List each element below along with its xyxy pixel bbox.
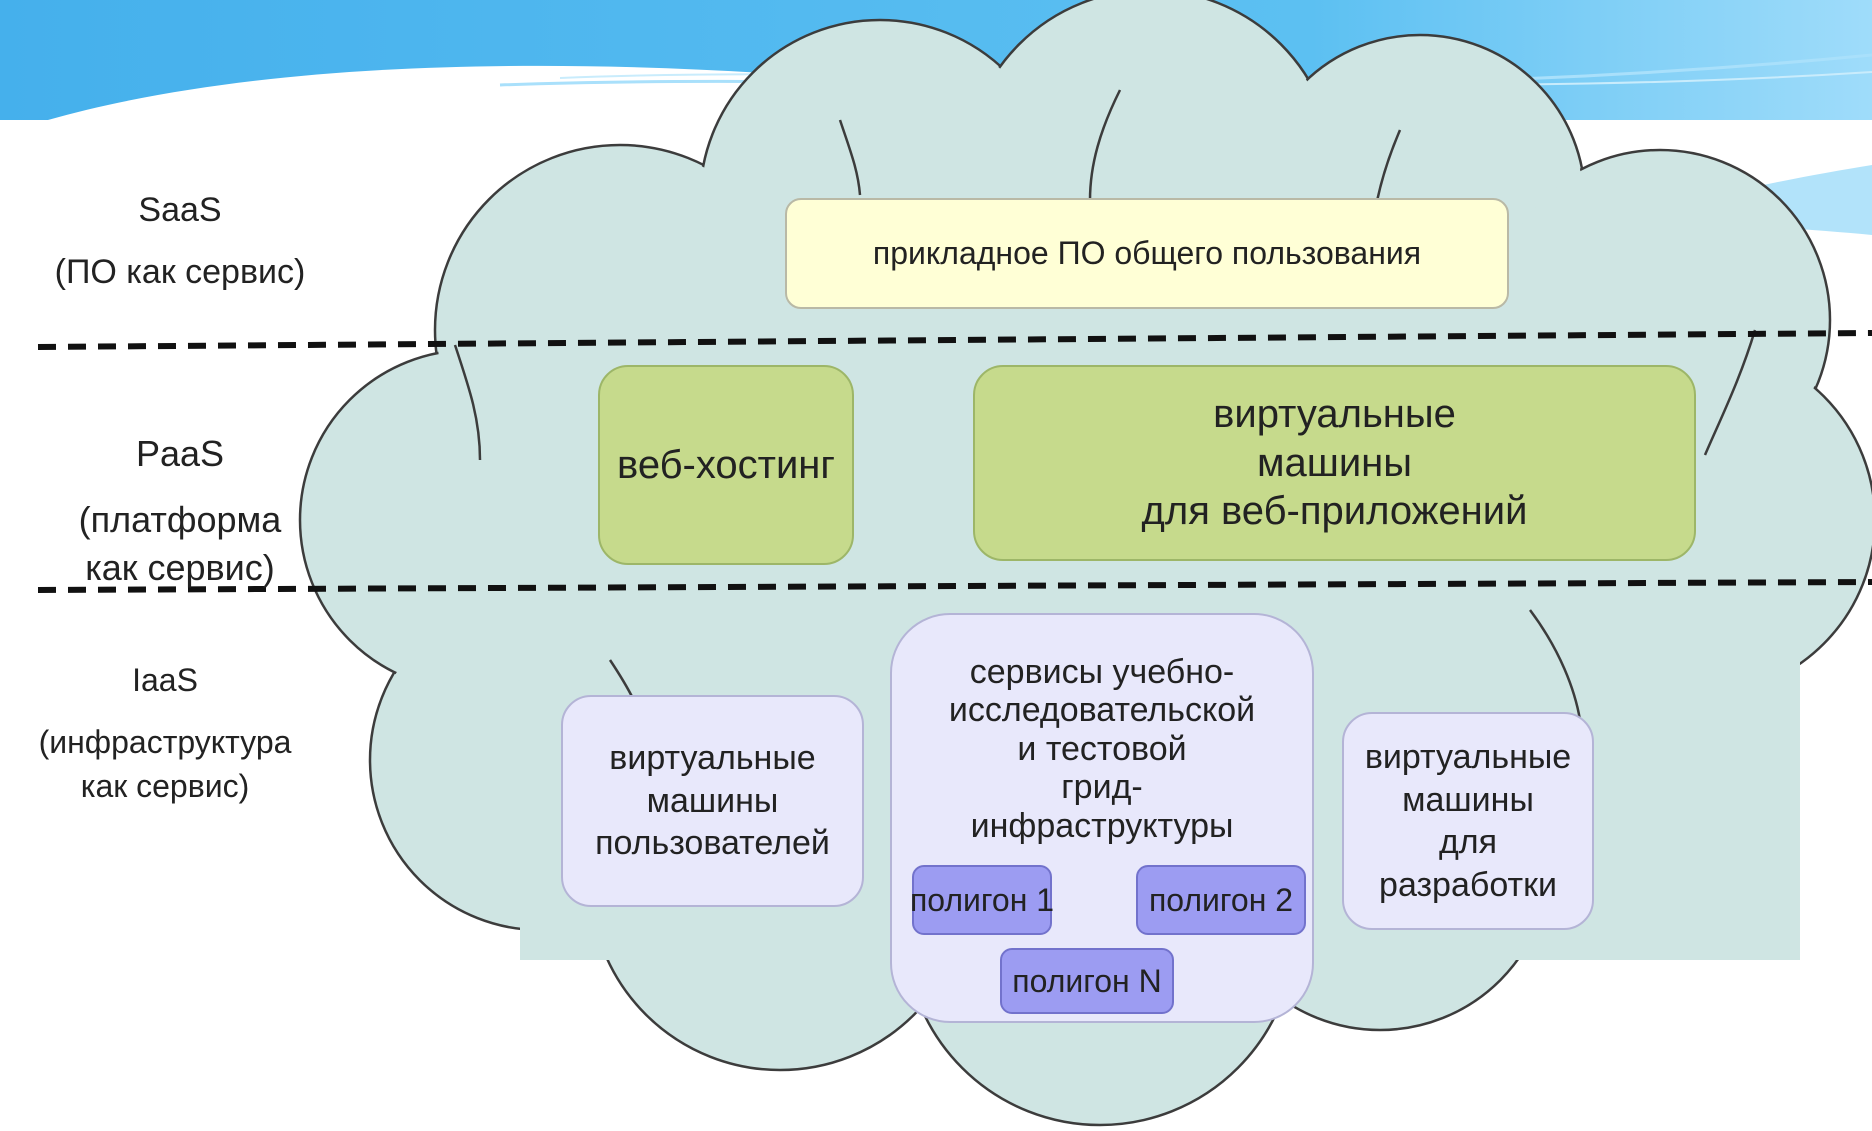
polygon-chip-2: полигон 2 xyxy=(1136,865,1306,935)
layer-paas-name: PaaS xyxy=(135,433,225,474)
polygon-chip-n-label: полигон N xyxy=(1012,962,1162,999)
layer-iaas-description: (инфраструктура как сервис) xyxy=(38,724,292,804)
iaas-dev-vm-label: виртуальные машины для разработки xyxy=(1364,738,1572,904)
layer-label-saas: SaaS (ПО как сервис) xyxy=(20,170,340,312)
paas-webapp-vm-box: виртуальные машины для веб-приложений xyxy=(973,365,1696,561)
iaas-user-vm-label: виртуальные машины пользователей xyxy=(595,739,830,863)
iaas-grid-title: сервисы учебно- исследовательской и тест… xyxy=(948,653,1256,845)
paas-hosting-label: веб-хостинг xyxy=(617,442,835,487)
saas-app-label: прикладное ПО общего пользования xyxy=(872,235,1422,271)
layer-saas-description: (ПО как сервис) xyxy=(54,253,306,291)
layer-paas-description: (платформа как сервис) xyxy=(78,499,282,588)
paas-hosting-box: веб-хостинг xyxy=(598,365,854,565)
separator-saas-paas xyxy=(37,330,1872,350)
polygon-chip-1: полигон 1 xyxy=(909,865,1055,935)
iaas-dev-vm-box: виртуальные машины для разработки xyxy=(1342,712,1594,930)
iaas-grid-box: сервисы учебно- исследовательской и тест… xyxy=(890,613,1314,1023)
iaas-user-vm-box: виртуальные машины пользователей xyxy=(561,695,864,907)
polygon-chip-n: полигон N xyxy=(1000,948,1174,1014)
polygon-chip-1-label: полигон 1 xyxy=(909,881,1055,918)
layer-label-paas: PaaS (платформа как сервис) xyxy=(30,412,330,610)
layer-saas-name: SaaS xyxy=(138,191,222,229)
layer-iaas-name: IaaS xyxy=(132,662,198,698)
separator-paas-iaas xyxy=(37,579,1872,593)
saas-app-box: прикладное ПО общего пользования xyxy=(785,198,1509,309)
layer-label-iaas: IaaS (инфраструктура как сервис) xyxy=(0,640,330,826)
polygon-chip-2-label: полигон 2 xyxy=(1148,881,1294,918)
paas-webapp-vm-label: виртуальные машины для веб-приложений xyxy=(1141,391,1528,534)
